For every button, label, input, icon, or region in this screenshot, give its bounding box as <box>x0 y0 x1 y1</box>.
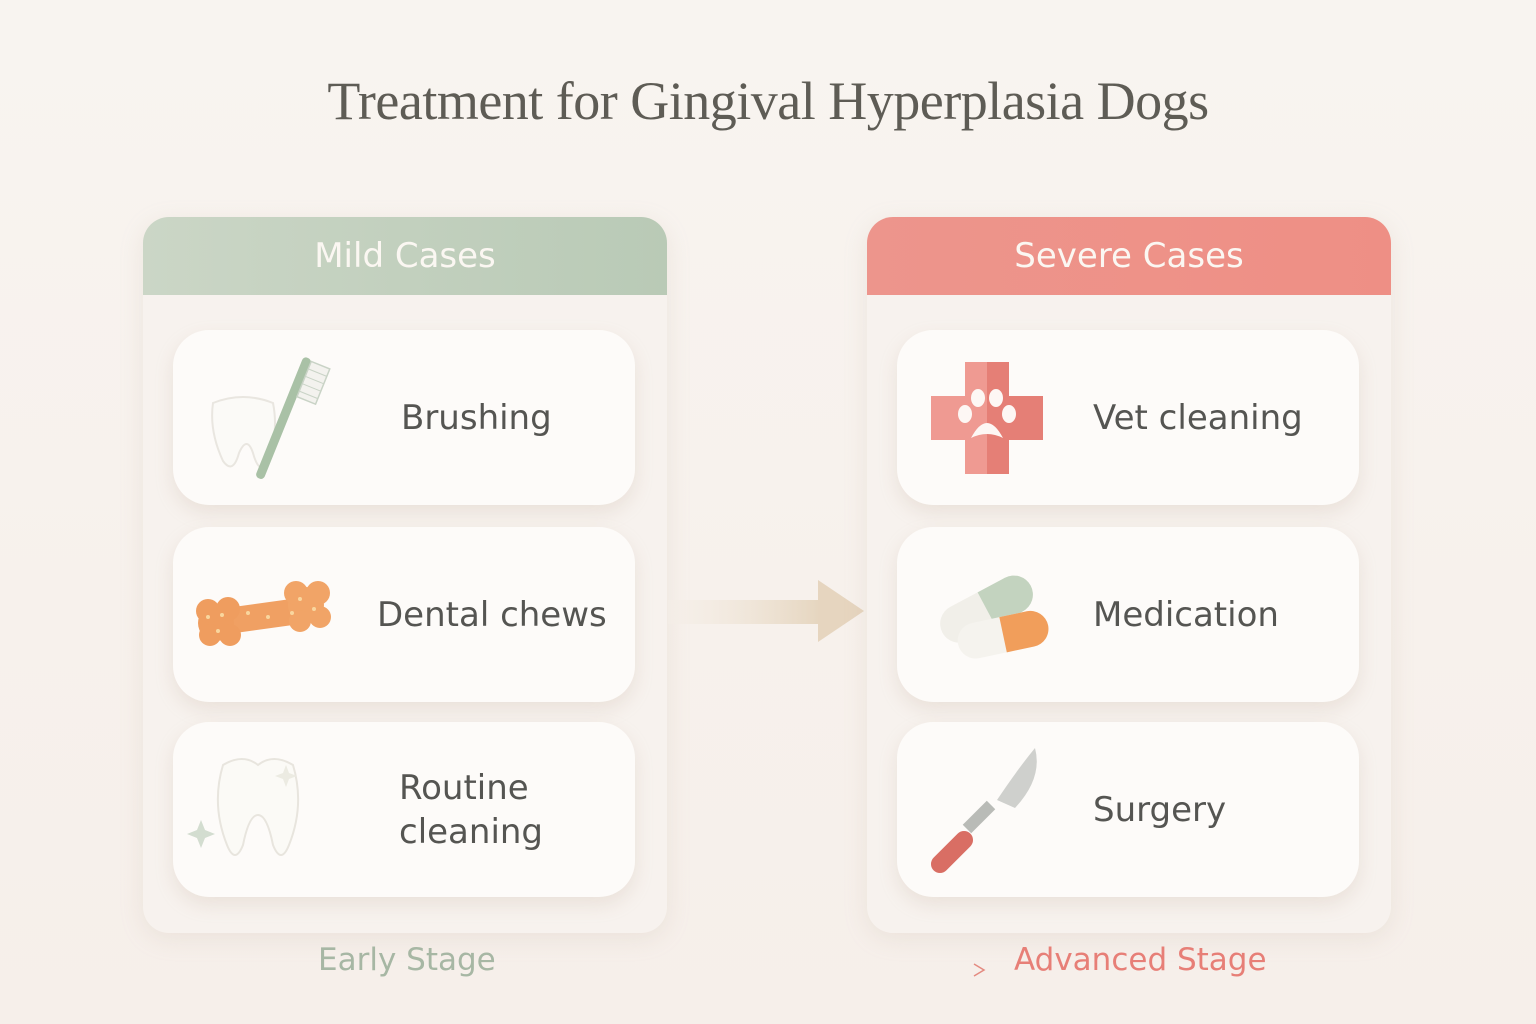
treatment-label: Routine cleaning <box>399 766 543 854</box>
treatment-card-medication: Medication <box>897 527 1359 702</box>
treatment-card-surgery: Surgery <box>897 722 1359 897</box>
treatment-card-routine-cleaning: Routine cleaning <box>173 722 635 897</box>
treatment-card-dental-chews: Dental chews <box>173 527 635 702</box>
toothbrush-tooth-icon <box>173 343 343 493</box>
treatment-label: Medication <box>1093 594 1279 635</box>
treatment-label: Dental chews <box>377 594 607 635</box>
mild-cases-header: Mild Cases <box>143 217 667 295</box>
mild-cases-panel: Mild Cases Brushing <box>143 217 667 933</box>
label-line: Routine <box>399 767 529 808</box>
treatment-label: Brushing <box>401 397 552 438</box>
treatment-card-vet-cleaning: Vet cleaning <box>897 330 1359 505</box>
label-line: cleaning <box>399 811 544 852</box>
treatment-label: Surgery <box>1093 789 1227 830</box>
scalpel-icon <box>897 735 1077 885</box>
page-title: Treatment for Gingival Hyperplasia Dogs <box>327 71 1209 131</box>
clean-tooth-icon <box>173 735 343 885</box>
advanced-stage-label: Advanced Stage <box>1014 942 1267 978</box>
stage-progression-arrow-icon <box>518 962 988 986</box>
early-stage-label: Early Stage <box>318 942 496 978</box>
dental-chew-bone-icon <box>173 540 353 690</box>
progression-arrow-icon <box>668 578 868 648</box>
severe-cases-panel: Severe Cases Vet cleaning Medication <box>867 217 1391 933</box>
treatment-card-brushing: Brushing <box>173 330 635 505</box>
treatment-label: Vet cleaning <box>1093 397 1303 438</box>
capsules-icon <box>897 540 1077 690</box>
severe-cases-header: Severe Cases <box>867 217 1391 295</box>
vet-cross-paw-icon <box>897 343 1077 493</box>
